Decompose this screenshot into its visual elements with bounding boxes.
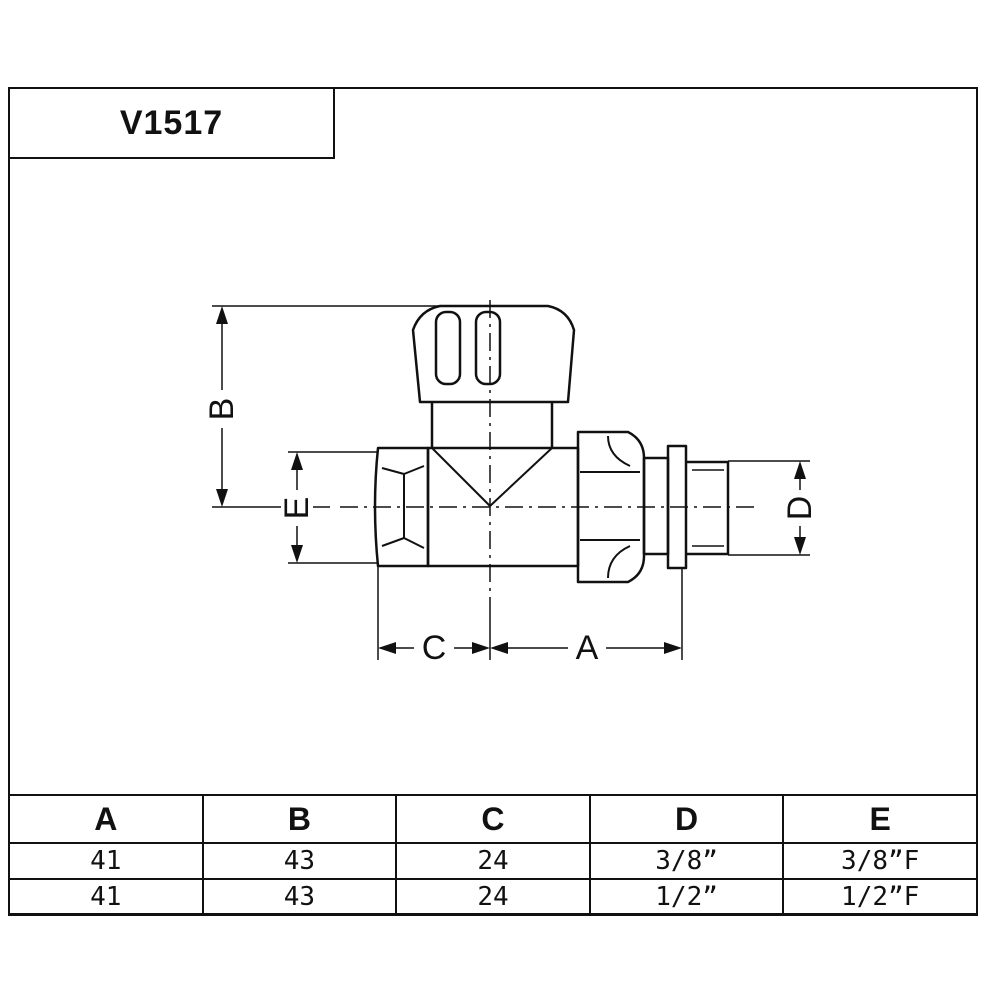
union-nut-grooves — [580, 435, 640, 579]
cell-a: 41 — [8, 842, 204, 880]
arrow-e-bottom — [291, 545, 303, 563]
header-e: E — [782, 794, 978, 844]
table-row: 41 43 24 3/8” 3/8”F — [8, 842, 978, 880]
dim-label-b: B — [203, 398, 241, 421]
cell-a: 41 — [8, 878, 204, 916]
cell-e: 3/8”F — [782, 842, 978, 880]
thread-marks — [692, 469, 724, 547]
threaded-end — [686, 460, 730, 556]
arrow-b-top — [216, 306, 228, 324]
inlet-hex-facets — [381, 465, 425, 549]
union-nut — [576, 430, 646, 584]
tailpiece — [642, 456, 670, 556]
dim-label-e: E — [278, 497, 316, 520]
header-a: A — [8, 794, 204, 844]
cell-d: 3/8” — [588, 842, 785, 880]
header-c: C — [395, 794, 591, 844]
arrow-c-right — [472, 642, 490, 654]
grip-slot-left — [434, 310, 462, 386]
cell-c: 24 — [395, 878, 591, 916]
body-inner-v — [431, 447, 553, 507]
header-b: B — [201, 794, 398, 844]
dimension-table: A B C D E 41 43 24 3/8” 3/8”F 41 43 24 1… — [8, 794, 978, 916]
grip-slot-right — [474, 310, 502, 386]
cell-c: 24 — [395, 842, 591, 880]
dim-label-c: C — [422, 629, 447, 667]
table-row: 41 43 24 1/2” 1/2”F — [8, 878, 978, 916]
arrow-d-bottom — [794, 537, 806, 555]
valve-stem — [430, 402, 554, 448]
table-header-row: A B C D E — [8, 794, 978, 844]
title-block: V1517 — [8, 87, 335, 159]
dim-label-a: A — [576, 629, 599, 667]
arrow-b-bottom — [216, 489, 228, 507]
cell-b: 43 — [201, 842, 398, 880]
cell-d: 1/2” — [588, 878, 785, 916]
inlet-hex-nut — [373, 446, 430, 568]
cell-b: 43 — [201, 878, 398, 916]
model-number: V1517 — [119, 103, 224, 142]
arrow-d-top — [794, 461, 806, 479]
arrow-c-left — [378, 642, 396, 654]
arrow-e-top — [291, 452, 303, 470]
cell-e: 1/2”F — [782, 878, 978, 916]
handwheel-cap — [411, 304, 576, 404]
header-d: D — [588, 794, 785, 844]
arrow-a-right — [664, 642, 682, 654]
arrow-a-left — [490, 642, 508, 654]
dim-label-d: D — [781, 496, 819, 521]
